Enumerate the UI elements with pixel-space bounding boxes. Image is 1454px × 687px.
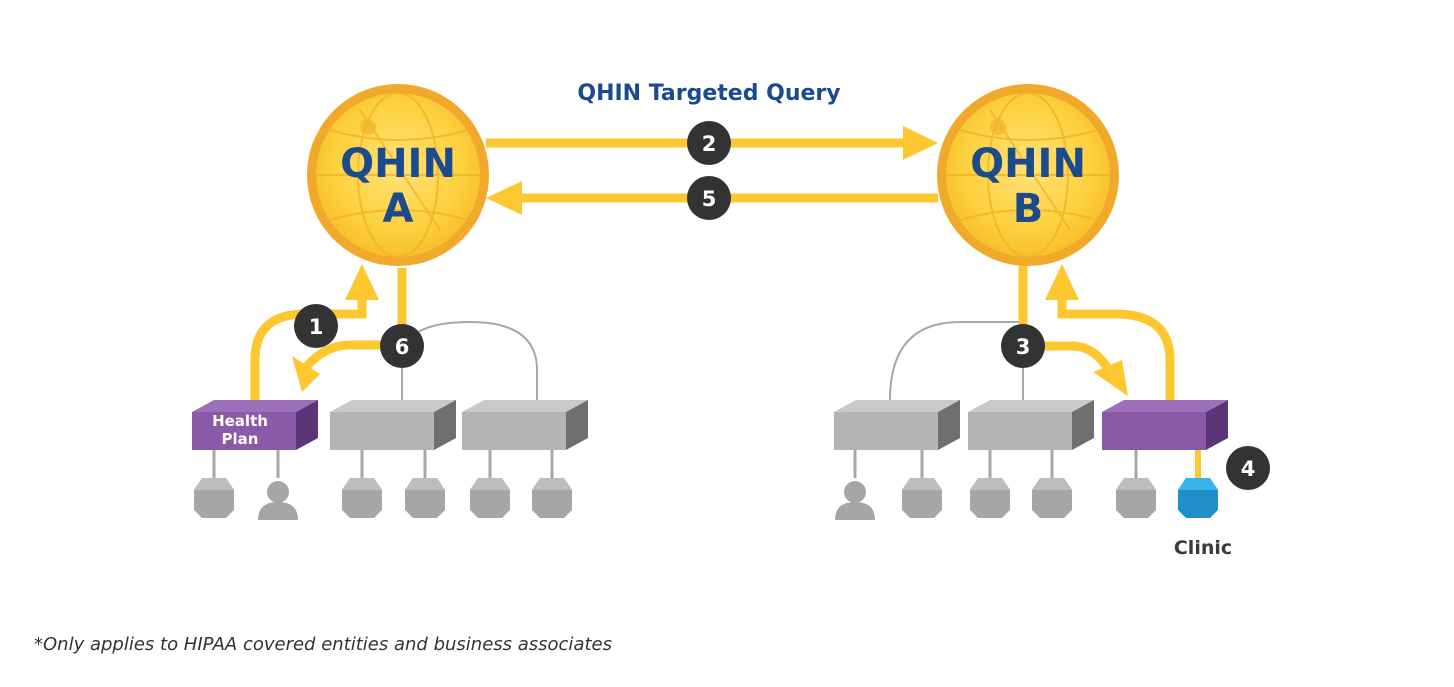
endpoint-hexagon [1116,478,1156,518]
arrow-return-head [1045,264,1079,300]
health-plan-box: Health Plan [192,400,318,450]
svg-text:4: 4 [1241,457,1256,481]
qhin-b-line2: B [1013,186,1044,232]
svg-text:3: 3 [1016,335,1031,359]
arrow-step-1-head [345,264,379,300]
endpoint-hexagon [470,478,510,518]
health-plan-line1: Health [212,412,268,430]
step-badge-2: 2 [687,121,731,165]
svg-text:2: 2 [702,132,717,156]
clinic-label: Clinic [1174,537,1232,559]
svg-text:5: 5 [702,187,717,211]
svg-text:6: 6 [395,335,410,359]
left-participant-box-1 [330,400,456,450]
endpoint-hexagon [405,478,445,518]
right-participant-box-1 [834,400,960,450]
right-purple-box [1102,400,1228,450]
step-badge-1: 1 [294,304,338,348]
endpoint-hexagon [194,478,234,518]
step-badge-6: 6 [380,324,424,368]
qhin-b-globe: QHIN B [937,84,1119,266]
endpoint-hexagon [902,478,942,518]
arrow-step-6-head [292,356,320,392]
step-badge-4: 4 [1226,446,1270,490]
qhin-a-line2: A [383,186,414,232]
endpoint-lines [212,450,1138,478]
qhin-a-globe: QHIN A [307,84,489,266]
svg-text:1: 1 [309,315,324,339]
arrow-step-3-return [1057,296,1175,402]
health-plan-line2: Plan [222,430,259,448]
left-participant-box-2 [462,400,588,450]
step-badge-3: 3 [1001,324,1045,368]
person-icon [835,481,875,520]
endpoint-hexagon [1032,478,1072,518]
right-participant-box-2 [968,400,1094,450]
endpoint-hexagon [532,478,572,518]
qhin-b-line1: QHIN [970,141,1086,187]
diagram-title: QHIN Targeted Query [577,81,840,106]
clinic-hexagon-icon [1178,478,1218,518]
step-badge-5: 5 [687,176,731,220]
endpoint-hexagon [342,478,382,518]
person-icon [258,481,298,520]
qhin-a-line1: QHIN [340,141,456,187]
arrow-step-3-head [1093,360,1128,396]
left-network-lines [401,320,538,400]
endpoint-hexagon [970,478,1010,518]
right-network-lines [889,321,1024,401]
footnote: *Only applies to HIPAA covered entities … [34,634,612,655]
